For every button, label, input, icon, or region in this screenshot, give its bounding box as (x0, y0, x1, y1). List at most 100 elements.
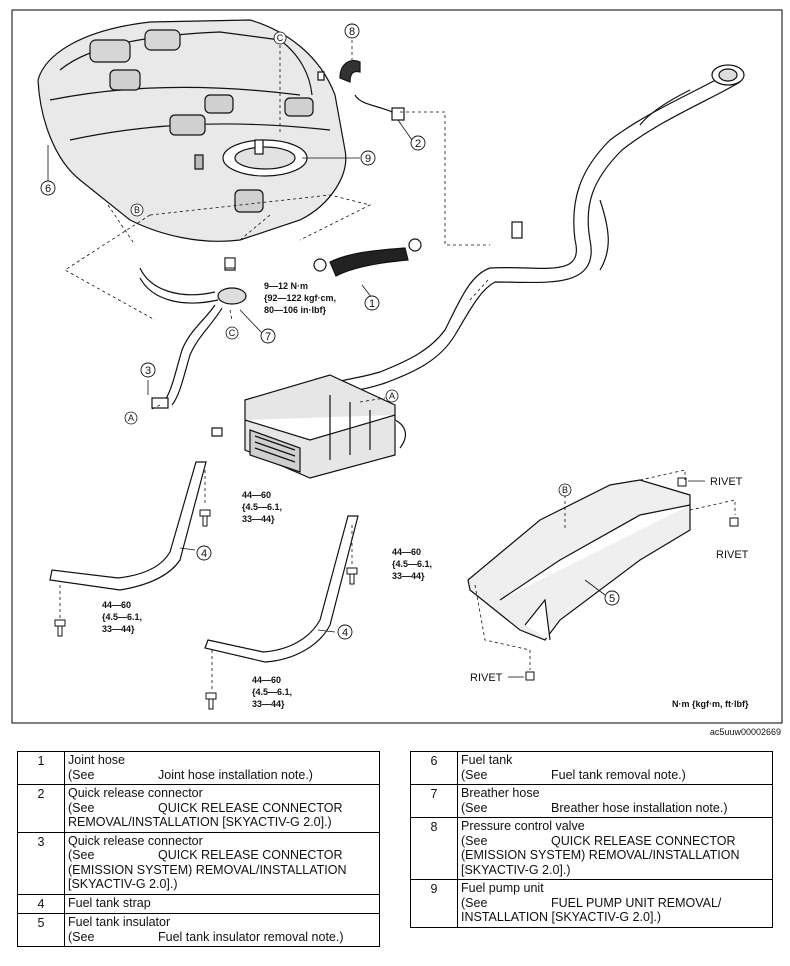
fuel-tank-strap-drawing (49, 461, 359, 663)
leader-lines (59, 40, 736, 690)
rivet-label-bottom: RIVET (470, 672, 503, 684)
svg-text:A: A (128, 413, 134, 423)
reference-link-cont[interactable]: INSTALLATION [SKYACTIV-G 2.0].) (461, 910, 662, 924)
svg-text:7: 7 (265, 331, 271, 343)
svg-text:C: C (229, 328, 236, 338)
part-number: 9 (410, 879, 458, 928)
part-name: Joint hose (68, 753, 125, 767)
torque-spec-strap-lower: 44—60 {4.5—6.1, 33—44} (252, 675, 292, 709)
rivet-label-right: RIVET (716, 549, 749, 561)
reference-link-cont[interactable]: [SKYACTIV-G 2.0].) (461, 862, 571, 877)
svg-text:A: A (389, 391, 395, 401)
label-b-insulator: B (558, 483, 572, 497)
svg-text:44—60: 44—60 (242, 490, 271, 500)
callout-4b: 4 (337, 624, 353, 640)
svg-text:9—12 N·m: 9—12 N·m (264, 281, 308, 291)
see-prefix: (See (461, 800, 488, 815)
units-note: N·m {kgf·m, ft·lbf} (672, 699, 749, 709)
callout-6: 6 (40, 180, 56, 196)
see-prefix: (See (68, 800, 95, 815)
svg-text:{92—122 kgf·cm,: {92—122 kgf·cm, (264, 293, 336, 303)
reference-link[interactable]: QUICK RELEASE CONNECTOR (158, 800, 343, 815)
part-name: Fuel pump unit (461, 881, 544, 895)
part-description: Breather hose (See Breather hose installa… (457, 784, 773, 818)
part-number: 6 (410, 751, 458, 785)
svg-text:{4.5—6.1,: {4.5—6.1, (102, 612, 142, 622)
callout-2: 2 (410, 135, 426, 151)
reference-link[interactable]: Joint hose installation note.) (158, 767, 313, 782)
charcoal-canister-drawing (211, 374, 407, 479)
part-name: Quick release connector (68, 786, 203, 800)
svg-text:2: 2 (415, 138, 421, 150)
svg-text:5: 5 (609, 593, 615, 605)
part-number: 1 (17, 751, 65, 785)
reference-link[interactable]: FUEL PUMP UNIT REMOVAL/ (551, 895, 722, 910)
reference-link-cont[interactable]: REMOVAL/INSTALLATION [SKYACTIV-G 2.0].) (68, 815, 332, 829)
reference-link-cont[interactable]: [SKYACTIV-G 2.0].) (68, 877, 178, 891)
reference-link[interactable]: QUICK RELEASE CONNECTOR (551, 833, 736, 848)
svg-text:44—60: 44—60 (392, 547, 421, 557)
torque-spec-strap-mid: 44—60 {4.5—6.1, 33—44} (392, 547, 432, 581)
bolts-drawing (54, 257, 739, 710)
callout-number-circles: 1 2 3 4 4 5 6 7 8 9 (40, 23, 620, 640)
callout-leaders (47, 119, 705, 678)
part-number: 7 (410, 784, 458, 818)
part-name: Quick release connector (68, 833, 203, 848)
part-name: Breather hose (461, 786, 540, 800)
table-row: 7 Breather hose (See Breather hose instal… (410, 784, 773, 818)
svg-text:{4.5—6.1,: {4.5—6.1, (392, 559, 432, 569)
svg-text:3: 3 (145, 365, 151, 377)
label-a-connector: A (124, 411, 138, 425)
part-description: Joint hose (See Joint hose installation n… (64, 751, 380, 785)
figure-id: ac5uuw00002669 (710, 727, 781, 737)
table-row: 9 Fuel pump unit (See FUEL PUMP UNIT REMO… (410, 879, 773, 928)
callout-1: 1 (364, 295, 380, 311)
reference-link[interactable]: Breather hose installation note.) (551, 800, 728, 815)
part-number: 3 (17, 831, 65, 895)
reference-link-cont[interactable]: (EMISSION SYSTEM) REMOVAL/INSTALLATION (68, 862, 347, 877)
joint-hose-drawing (313, 238, 422, 277)
svg-text:33—44}: 33—44} (102, 624, 135, 634)
letter-labels: A A B B C C (124, 31, 572, 497)
see-prefix: (See (461, 833, 488, 848)
svg-text:44—60: 44—60 (252, 675, 281, 685)
callout-5: 5 (604, 590, 620, 606)
see-prefix: (See (461, 895, 488, 910)
callout-7: 7 (260, 328, 276, 344)
reference-link[interactable]: Fuel tank insulator removal note.) (158, 929, 344, 944)
see-prefix: (See (461, 767, 488, 782)
part-number: 5 (17, 913, 65, 947)
reference-link-cont[interactable]: (EMISSION SYSTEM) REMOVAL/INSTALLATION (461, 848, 740, 862)
callout-8: 8 (344, 23, 360, 39)
label-c-hose: C (225, 326, 239, 340)
filler-pipe-drawing (324, 64, 745, 396)
torque-spec-strap-upper: 44—60 {4.5—6.1, 33—44} (242, 490, 282, 524)
reference-link[interactable]: Fuel tank removal note.) (551, 767, 686, 782)
exploded-parts-diagram: 1 2 3 4 4 5 6 7 8 9 A A B B C C 9—12 N·m… (11, 9, 783, 737)
label-a-canister: A (385, 389, 399, 403)
table-row: 2 Quick release connector (See QUICK RELE… (17, 784, 380, 833)
see-prefix: (See (68, 929, 95, 944)
part-description: Fuel pump unit (See FUEL PUMP UNIT REMOVA… (457, 879, 773, 928)
svg-text:C: C (277, 33, 284, 43)
callout-9: 9 (360, 150, 376, 166)
part-description: Quick release connector (See QUICK RELEAS… (64, 784, 380, 833)
diagram-frame (11, 9, 783, 724)
reference-link[interactable]: QUICK RELEASE CONNECTOR (158, 848, 343, 862)
callout-3: 3 (140, 362, 156, 378)
svg-text:80—106 in·lbf}: 80—106 in·lbf} (264, 305, 327, 315)
part-number: 2 (17, 784, 65, 833)
svg-text:8: 8 (349, 26, 355, 38)
svg-text:9: 9 (365, 153, 371, 165)
table-row: 4 Fuel tank strap (17, 893, 380, 914)
label-b-tank: B (130, 203, 144, 217)
svg-text:33—44}: 33—44} (242, 514, 275, 524)
see-prefix: (See (68, 767, 95, 782)
